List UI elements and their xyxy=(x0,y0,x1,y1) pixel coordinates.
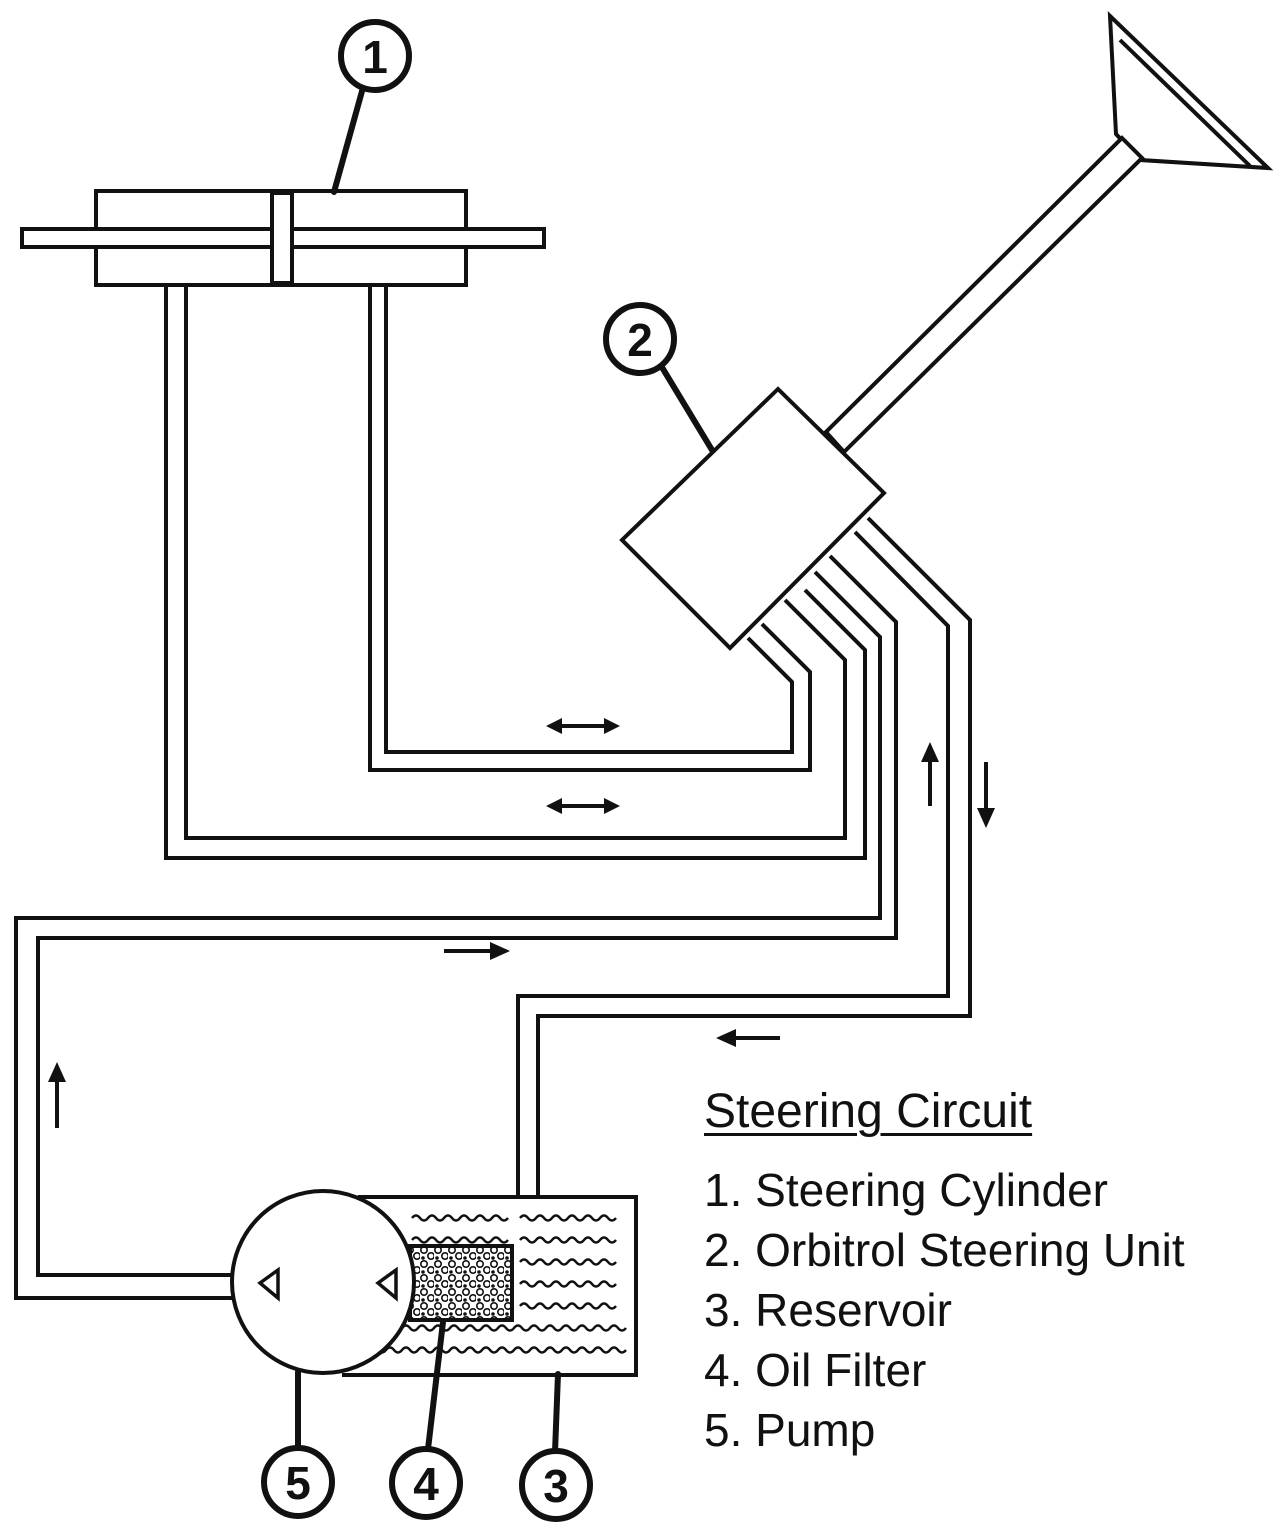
steering-wheel-rim xyxy=(1107,11,1274,171)
reservoir-oil xyxy=(369,1214,627,1354)
callout-3-label: 3 xyxy=(543,1460,569,1512)
pump-outlet-triangle-icon xyxy=(375,1266,398,1302)
callout-5-label: 5 xyxy=(285,1457,311,1509)
cylinder-hoses xyxy=(164,285,867,860)
oil-wave-line xyxy=(411,1214,509,1222)
bidirectional-arrow-icon xyxy=(546,798,620,814)
callout-4-leader xyxy=(425,1319,446,1452)
return-line-outer xyxy=(536,516,972,1196)
callout-1-label: 1 xyxy=(362,31,388,83)
legend-item-steering-cylinder: 1. Steering Cylinder xyxy=(704,1164,1108,1216)
orbitrol-steering-unit xyxy=(619,386,887,651)
oil-filter xyxy=(408,1244,514,1322)
pump-inlet-triangle-icon xyxy=(257,1266,280,1302)
steering-wheel-inner-edge xyxy=(1118,38,1252,168)
oil-wave-line xyxy=(519,1258,617,1266)
arrow-down-icon xyxy=(977,762,995,828)
hose-b-outer xyxy=(368,285,812,772)
bidirectional-arrow-icon xyxy=(546,718,620,734)
hose-b-inner xyxy=(384,285,794,754)
legend-list: 1. Steering Cylinder 2. Orbitrol Steerin… xyxy=(704,1160,1264,1460)
reservoir xyxy=(342,1195,638,1377)
oil-wave-line xyxy=(519,1280,617,1288)
reservoir-tank xyxy=(342,1195,638,1377)
return-line-inner xyxy=(516,530,950,1196)
oil-wave-line xyxy=(369,1346,627,1354)
pump-line-outer xyxy=(14,570,882,1300)
callout-2-label: 2 xyxy=(627,314,653,366)
legend: Steering Circuit 1. Steering Cylinder 2.… xyxy=(704,1082,1264,1460)
callouts: 1 2 3 4 5 xyxy=(261,19,715,1522)
legend-item-reservoir: 3. Reservoir xyxy=(704,1284,952,1336)
callout-2-leader xyxy=(657,361,715,453)
arrow-up-icon xyxy=(48,1062,66,1128)
callout-3-leader xyxy=(552,1371,561,1455)
hose-a-outer xyxy=(164,285,867,860)
legend-title: Steering Circuit xyxy=(704,1085,1033,1138)
supply-return-lines xyxy=(14,516,972,1300)
callout-1-leader xyxy=(331,81,367,195)
flow-arrows xyxy=(48,718,995,1128)
pump-body xyxy=(230,1189,416,1375)
legend-item-orbitrol-steering-unit: 2. Orbitrol Steering Unit xyxy=(704,1224,1185,1276)
callout-1-circle xyxy=(338,19,412,93)
steering-cylinder xyxy=(20,189,546,287)
callout-2-circle xyxy=(603,302,677,376)
callout-3-circle xyxy=(519,1448,593,1522)
legend-item-pump: 5. Pump xyxy=(704,1404,876,1456)
hose-a-inner xyxy=(184,285,847,840)
arrow-right-icon xyxy=(444,942,510,960)
legend-item-oil-filter: 4. Oil Filter xyxy=(704,1344,927,1396)
arrow-left-icon xyxy=(716,1029,780,1047)
pump-line-inner xyxy=(36,554,898,1277)
oil-wave-line xyxy=(411,1236,509,1244)
arrow-up-icon xyxy=(921,742,939,806)
pump xyxy=(230,1189,416,1375)
callout-4-circle xyxy=(389,1446,463,1520)
callout-5-circle xyxy=(261,1445,335,1519)
callout-4-label: 4 xyxy=(413,1458,439,1510)
oil-wave-line xyxy=(519,1214,617,1222)
oil-wave-line xyxy=(519,1302,617,1310)
oil-wave-line xyxy=(519,1236,617,1244)
steering-wheel xyxy=(823,11,1274,455)
oil-wave-line xyxy=(369,1324,627,1332)
cylinder-piston xyxy=(270,191,294,285)
steering-column xyxy=(823,135,1145,455)
